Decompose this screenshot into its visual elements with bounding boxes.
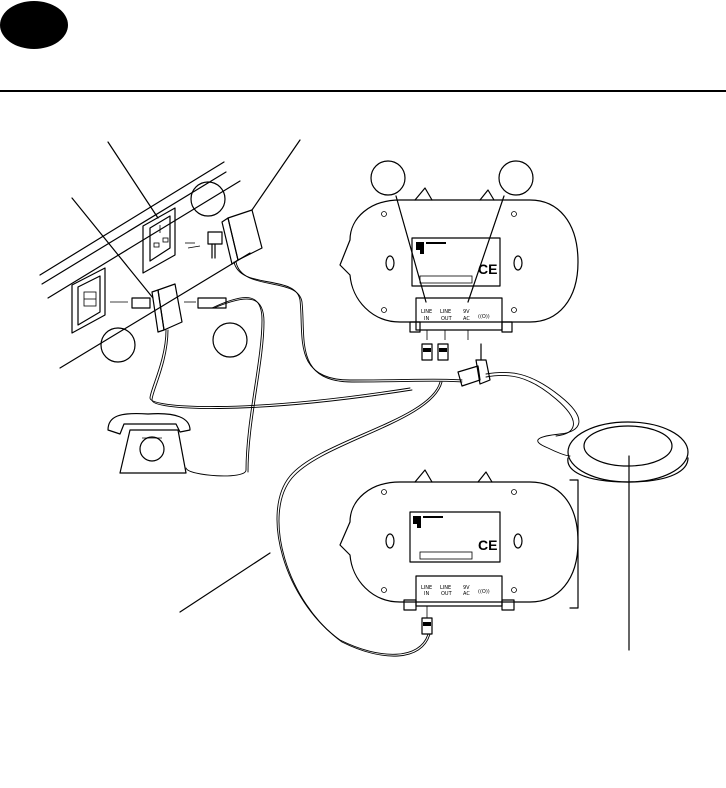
callout-circles <box>100 160 534 363</box>
extension-unit: CE LINE IN LINE OUT 9V AC ((O)) <box>339 469 579 635</box>
base-port-label: LINE <box>440 309 451 315</box>
extension-port-label: AC <box>463 591 470 597</box>
extension-port-label: ((O)) <box>478 589 490 595</box>
base-unit: CE LINE IN LINE OUT 9V AC ((O)) <box>339 187 579 340</box>
base-logo <box>416 242 446 254</box>
header-badge <box>0 1 68 49</box>
line-splitter <box>110 283 227 333</box>
extension-port-labels: LINE IN LINE OUT 9V AC ((O)) <box>421 585 490 597</box>
callout-lines <box>71 139 630 651</box>
extension-port-label: OUT <box>441 591 453 597</box>
phone-wall-jack-icon <box>71 267 106 334</box>
extension-port-label: LINE <box>421 585 432 591</box>
base-plugs <box>421 343 491 387</box>
base-port-label: 9V <box>463 309 470 315</box>
telephone-icon <box>107 412 191 474</box>
cables <box>149 261 580 657</box>
extension-port-label: IN <box>424 591 429 597</box>
wall-edge <box>39 161 251 369</box>
wall-socket-icon <box>142 207 176 274</box>
base-port-labels: LINE IN LINE OUT 9V AC ((O)) <box>421 309 490 322</box>
extension-port-label: 9V <box>463 585 470 591</box>
extension-ce-mark: CE <box>478 537 497 553</box>
vibration-pad-icon <box>567 421 689 483</box>
base-port-label: OUT <box>441 316 453 322</box>
base-ce-mark: CE <box>478 261 497 277</box>
extension-logo <box>413 516 443 528</box>
extension-port-label: LINE <box>440 585 451 591</box>
base-port-label: LINE <box>421 309 432 315</box>
base-port-label: AC <box>463 316 470 322</box>
base-port-label: IN <box>424 316 429 322</box>
base-port-label: ((O)) <box>478 314 490 320</box>
extension-bracket <box>569 479 579 609</box>
power-adapter-icon <box>185 209 263 265</box>
